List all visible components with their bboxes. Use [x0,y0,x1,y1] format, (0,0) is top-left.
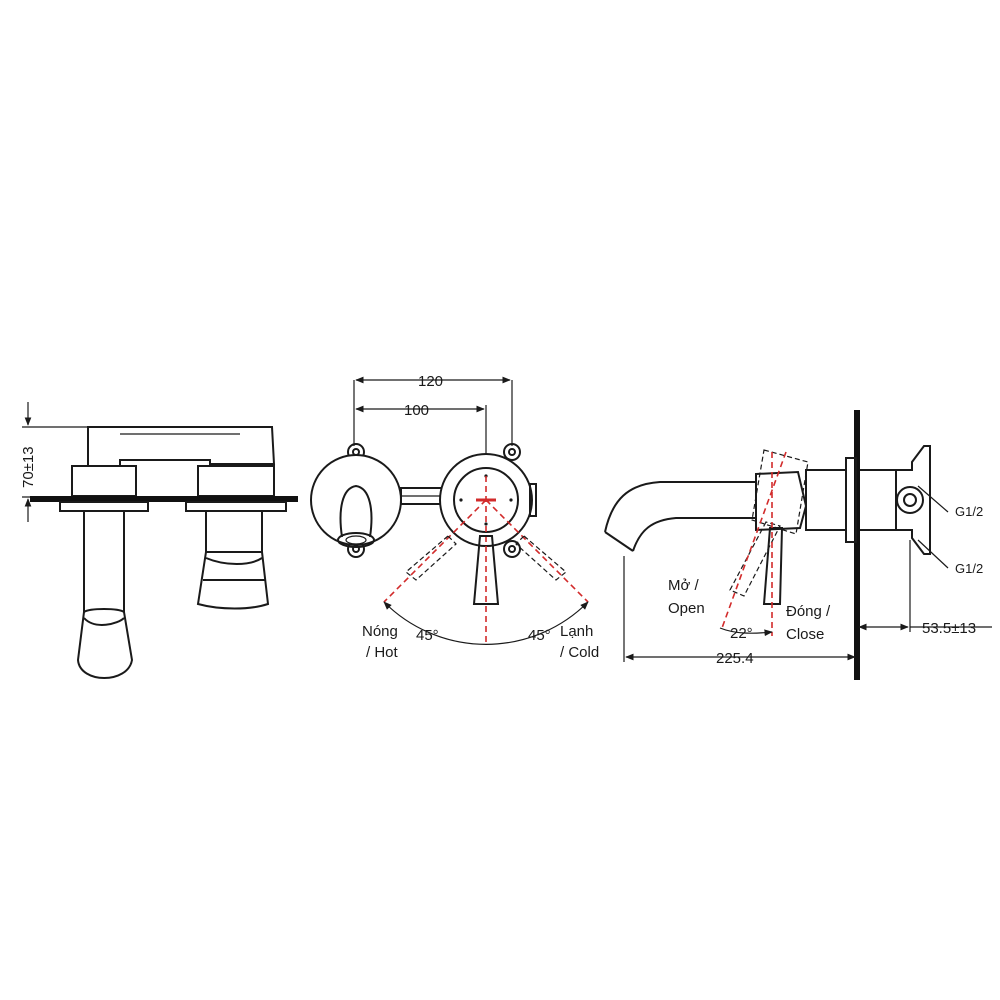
hot-label-line2: / Hot [366,644,399,661]
close-label-line1: Đóng / [786,603,831,620]
dimension-120-label: 120 [418,373,443,390]
front-view: 120 100 [310,373,599,661]
height-dimension-label: 70±13 [20,446,37,488]
angle-cold-label: 45° [528,627,551,644]
thread-top-label: G1/2 [955,504,983,519]
angle-tilt-label: 22° [730,625,753,642]
cold-label-line2: / Cold [560,644,599,661]
angle-hot-label: 45° [416,627,439,644]
depth-dimension-label: 53.5±13 [922,620,976,637]
cold-label-line1: Lạnh [560,623,593,640]
side-view: 70±13 [20,402,298,679]
dimension-100-label: 100 [404,402,429,419]
open-label-line1: Mở / [668,577,699,594]
length-dimension-label: 225.4 [716,650,754,667]
close-label-line2: Close [786,626,824,643]
open-label-line2: Open [668,600,705,617]
profile-view: G1/2 G1/2 22° Mở / Open Đóng / Close 225… [604,410,992,680]
thread-bottom-label: G1/2 [955,561,983,576]
hot-label-line1: Nóng [362,623,398,640]
